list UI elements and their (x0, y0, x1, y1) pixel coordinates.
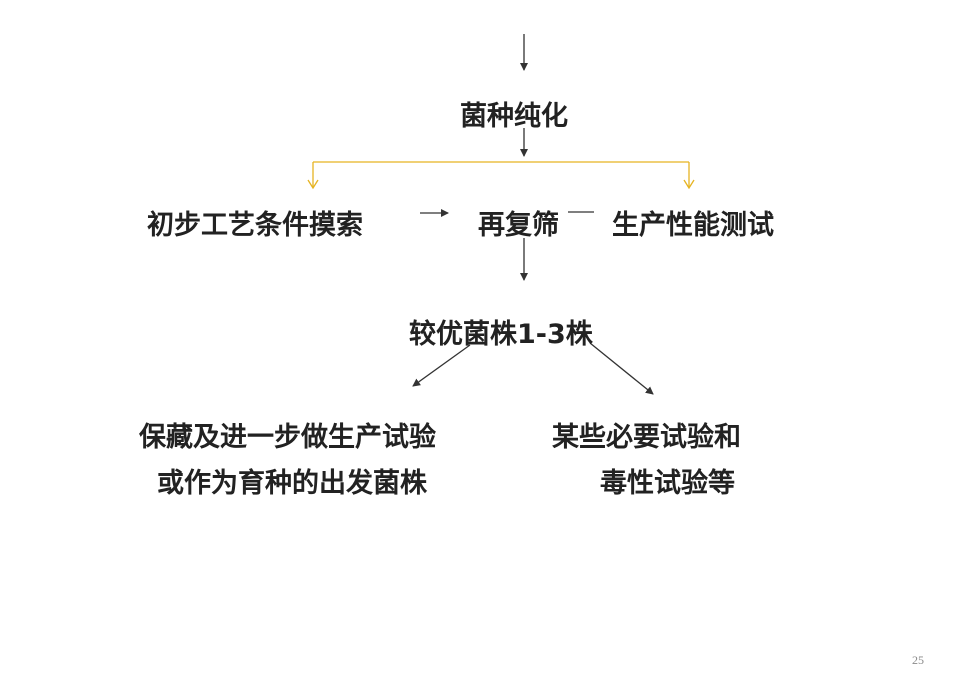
node-better-strains: 较优菌株1-3株 (409, 319, 593, 350)
node-preserve-line2: 或作为育种的出发菌株 (157, 468, 427, 499)
node-preserve-line1: 保藏及进一步做生产试验 (139, 422, 436, 453)
page-number: 25 (912, 653, 924, 667)
node-tests-line1: 某些必要试验和 (552, 422, 741, 453)
branch-bracket (307, 161, 695, 190)
node-tests-line2: 毒性试验等 (600, 468, 735, 499)
node-rescreen: 再复筛 (478, 210, 559, 241)
arrow-to-tests (589, 342, 654, 395)
node-purify: 菌种纯化 (460, 101, 568, 132)
node-process-exploration: 初步工艺条件摸索 (147, 210, 363, 241)
arrow-to-preserve (412, 344, 471, 387)
node-performance-test: 生产性能测试 (612, 210, 774, 241)
